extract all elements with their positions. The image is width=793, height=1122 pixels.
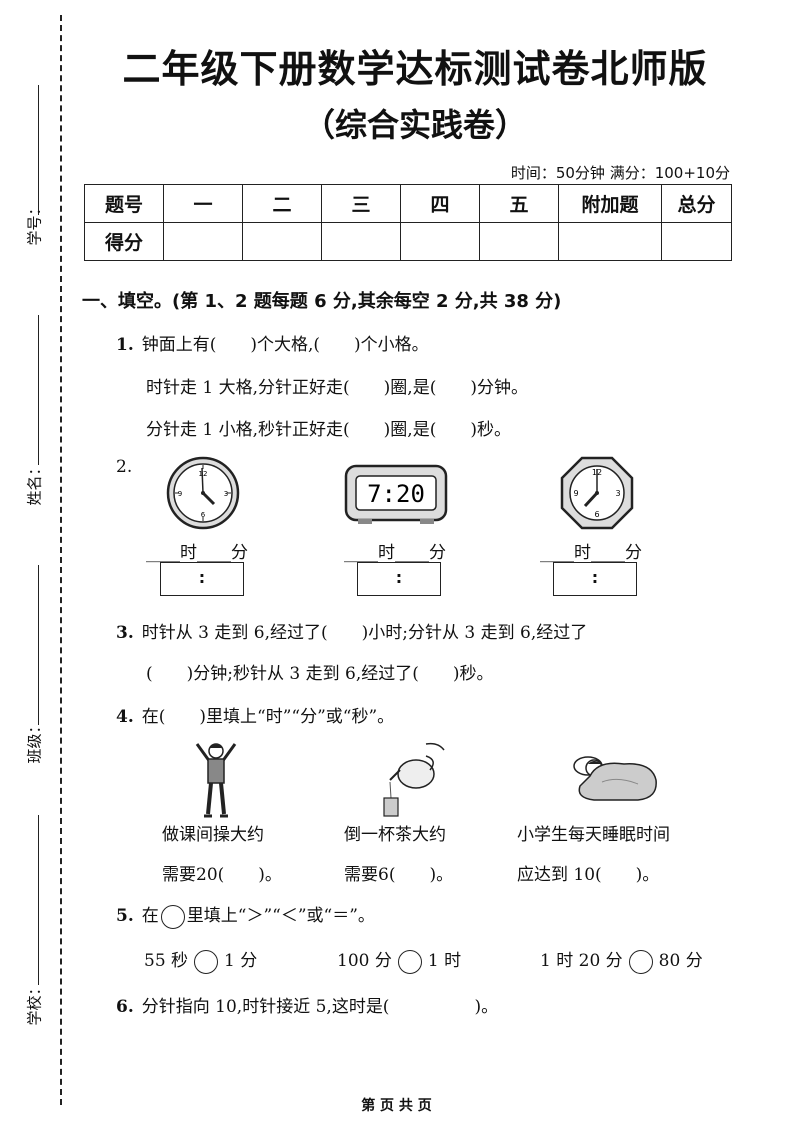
question-5-prompt: 5. 在 里填上“＞”“＜”或“＝”。 (116, 901, 375, 929)
question-text: 里填上“＞”“＜”或“＝”。 (186, 906, 375, 926)
comparison-circle-icon (160, 904, 185, 929)
clock-numeral: 9 (573, 489, 578, 498)
score-cell[interactable] (661, 222, 732, 261)
comparison-right: 1 时 (427, 951, 462, 971)
comparison-answer-circle[interactable] (194, 949, 219, 974)
name-label: 姓名： (25, 460, 44, 506)
question-number: 5. (116, 906, 134, 926)
question-number: 1. (116, 335, 134, 355)
question-text: 钟面上有( )个大格,( )个小格。 (141, 335, 429, 355)
clock-3-answer-box[interactable]: : (553, 562, 637, 596)
score-header-cell: 三 (321, 184, 401, 223)
score-cell[interactable] (400, 222, 480, 261)
comparison-item-2: 100 分 1 时 (337, 946, 461, 974)
score-header-cell: 总分 (661, 184, 732, 223)
comparison-answer-circle[interactable] (628, 949, 653, 974)
question-number: 4. (116, 707, 134, 727)
item-1-line-2: 需要20( )。 (162, 865, 282, 885)
item-3-line-1: 小学生每天睡眠时间 (517, 825, 670, 845)
score-cell[interactable] (163, 222, 243, 261)
page-subtitle: （综合实践卷） (302, 106, 527, 144)
comparison-right: 1 分 (224, 951, 258, 971)
clock-2-answer-box[interactable]: : (357, 562, 441, 596)
school-field[interactable]: 学校： (18, 815, 44, 1045)
score-table-header-row: 题号 一 二 三 四 五 附加题 总分 (84, 184, 732, 223)
clock-numeral: 9 (178, 490, 182, 498)
comparison-left: 100 分 (337, 951, 392, 971)
question-3-line-2: ( )分钟;秒针从 3 走到 6,经过了( )秒。 (146, 664, 494, 684)
question-1-line-2: 时针走 1 大格,分针正好走( )圈,是( )分钟。 (146, 378, 528, 398)
score-table-score-row: 得分 (84, 222, 732, 261)
question-3-line-1: 3. 时针从 3 走到 6,经过了( )小时;分针从 3 走到 6,经过了 (116, 618, 587, 643)
comparison-right: 80 分 (658, 951, 703, 971)
clock-1-answer-label: ____时____分 (146, 543, 248, 563)
clock-2-answer-label: ____时____分 (344, 543, 446, 563)
clock-numeral: 6 (201, 511, 206, 519)
analog-clock-1: 12 3 6 9 (166, 456, 240, 530)
item-1-line-1: 做课间操大约 (162, 825, 264, 845)
comparison-item-1: 55 秒 1 分 (144, 946, 257, 974)
question-text: 分针指向 10,时针接近 5,这时是( )。 (141, 997, 499, 1017)
clock-numeral: 6 (594, 510, 599, 519)
question-number: 2. (116, 457, 133, 477)
clock-3-answer-label: ____时____分 (540, 543, 642, 563)
score-header-cell: 一 (163, 184, 243, 223)
item-2-line-2: 需要6( )。 (344, 865, 454, 885)
score-header-cell: 二 (242, 184, 322, 223)
sleeping-child-illustration (573, 756, 657, 801)
score-header-cell: 题号 (84, 184, 164, 223)
time-score-info: 时间：50分钟 满分：100+10分 (510, 164, 730, 182)
comparison-answer-circle[interactable] (397, 949, 422, 974)
score-cell[interactable] (242, 222, 322, 261)
exercise-child-illustration (195, 743, 237, 818)
question-1-line-1: 1. 钟面上有( )个大格,( )个小格。 (116, 330, 429, 355)
score-cell[interactable] (558, 222, 662, 261)
score-header-cell: 五 (479, 184, 559, 223)
page-title: 二年级下册数学达标测试卷北师版 (122, 47, 708, 91)
digital-clock-display: 7:20 (367, 480, 425, 508)
score-header-cell: 附加题 (558, 184, 662, 223)
class-label: 班级： (25, 718, 44, 764)
clock-numeral: 12 (199, 470, 208, 478)
score-cell[interactable] (479, 222, 559, 261)
student-id-field[interactable]: 学号： (18, 85, 44, 265)
page-footer: 第 页 共 页 (361, 1098, 432, 1114)
question-text: 在 (141, 906, 159, 926)
clock-numeral: 3 (615, 489, 620, 498)
question-text: 在( )里填上“时”“分”或“秒”。 (141, 707, 395, 727)
class-field[interactable]: 班级： (18, 565, 44, 785)
name-field[interactable]: 姓名： (18, 315, 44, 525)
item-2-line-1: 倒一杯茶大约 (344, 825, 446, 845)
question-1-line-3: 分针走 1 小格,秒针正好走( )圈,是( )秒。 (146, 420, 511, 440)
clock-1-answer-box[interactable]: : (160, 562, 244, 596)
pouring-tea-illustration (383, 742, 445, 817)
binding-dashed-line (60, 15, 62, 1105)
question-4-prompt: 4. 在( )里填上“时”“分”或“秒”。 (116, 702, 394, 727)
clock-numeral: 3 (224, 490, 228, 498)
octagon-clock: 12 3 6 9 (560, 456, 634, 530)
school-label: 学校： (25, 980, 44, 1026)
comparison-left: 55 秒 (144, 951, 189, 971)
score-row-label: 得分 (84, 222, 164, 261)
question-6: 6. 分针指向 10,时针接近 5,这时是( )。 (116, 992, 498, 1017)
question-text: 时针从 3 走到 6,经过了( )小时;分针从 3 走到 6,经过了 (141, 623, 588, 643)
score-cell[interactable] (321, 222, 401, 261)
score-header-cell: 四 (400, 184, 480, 223)
question-number: 3. (116, 623, 134, 643)
section-heading: 一、填空。(第 1、2 题每题 6 分,其余每空 2 分,共 38 分) (82, 291, 562, 312)
score-table: 题号 一 二 三 四 五 附加题 总分 得分 (84, 184, 732, 261)
comparison-left: 1 时 20 分 (540, 951, 623, 971)
question-number: 6. (116, 997, 134, 1017)
item-3-line-2: 应达到 10( )。 (517, 865, 660, 885)
student-id-label: 学号： (25, 200, 44, 246)
comparison-item-3: 1 时 20 分 80 分 (540, 946, 703, 974)
digital-clock: 7:20 (344, 464, 448, 524)
